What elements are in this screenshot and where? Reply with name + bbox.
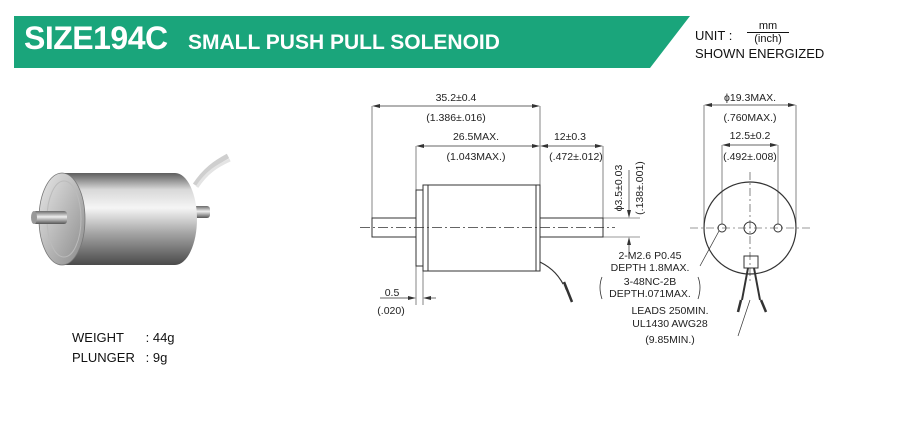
flange-thickness-inch: (.020) — [377, 305, 404, 317]
body-length-inch: (1.043MAX.) — [447, 151, 506, 163]
unit-label: UNIT : — [695, 28, 733, 43]
shaft-diameter-inch: (.138±.001) — [634, 161, 646, 215]
hole-pitch: 12.5±0.2 — [730, 130, 771, 142]
leads-length: LEADS 250MIN. — [631, 305, 708, 317]
product-title: SMALL PUSH PULL SOLENOID — [188, 31, 500, 54]
product-photo — [31, 153, 231, 266]
side-dimensions: 35.2±0.4 (1.386±.016) 26.5MAX. (1.043MAX… — [377, 92, 646, 317]
end-dimensions: ϕ19.3MAX. (.760MAX.) 12.5±0.2 (.492±.008… — [609, 92, 777, 346]
spec-row-weight: WEIGHT : 44g — [72, 328, 175, 348]
title-banner — [14, 16, 690, 68]
overall-length-inch: (1.386±.016) — [426, 112, 485, 124]
unit-primary: mm — [747, 20, 789, 33]
thread-spec-inch: 3-48NC-2B — [624, 276, 677, 288]
end-view — [690, 104, 810, 337]
thread-note-bracket-right — [697, 276, 701, 300]
end-view-arrows — [704, 103, 796, 147]
thread-depth: DEPTH 1.8MAX. — [611, 262, 690, 274]
thread-note-bracket-left — [599, 276, 603, 300]
side-view — [360, 105, 640, 306]
specs-block: WEIGHT : 44g PLUNGER : 9g — [72, 328, 175, 368]
spec-value: : 44g — [145, 330, 175, 345]
hole-pitch-inch: (.492±.008) — [723, 151, 777, 163]
body-diameter: ϕ19.3MAX. — [724, 92, 776, 104]
shaft-diameter: ϕ3.5±0.03 — [613, 165, 625, 212]
unit-fraction: mm (inch) — [747, 20, 789, 45]
spec-label: PLUNGER — [72, 350, 135, 365]
flange-thickness: 0.5 — [385, 287, 400, 299]
model-number: SIZE194C — [24, 20, 168, 56]
body-diameter-inch: (.760MAX.) — [723, 112, 776, 124]
stroke-length-inch: (.472±.012) — [549, 151, 603, 163]
spec-value: : 9g — [145, 350, 168, 365]
stroke-length: 12±0.3 — [554, 131, 586, 143]
leads-length-inch: (9.85MIN.) — [645, 334, 695, 346]
unit-secondary: (inch) — [754, 33, 782, 45]
dimension-arrows — [372, 104, 631, 300]
leads-wire-spec: UL1430 AWG28 — [632, 318, 708, 330]
spec-label: WEIGHT — [72, 330, 124, 345]
thread-depth-inch: DEPTH.071MAX. — [609, 288, 691, 300]
spec-row-plunger: PLUNGER : 9g — [72, 348, 175, 368]
shown-energized-note: SHOWN ENERGIZED — [695, 46, 825, 61]
body-length: 26.5MAX. — [453, 131, 499, 143]
thread-spec: 2-M2.6 P0.45 — [618, 250, 681, 262]
overall-length: 35.2±0.4 — [436, 92, 477, 104]
